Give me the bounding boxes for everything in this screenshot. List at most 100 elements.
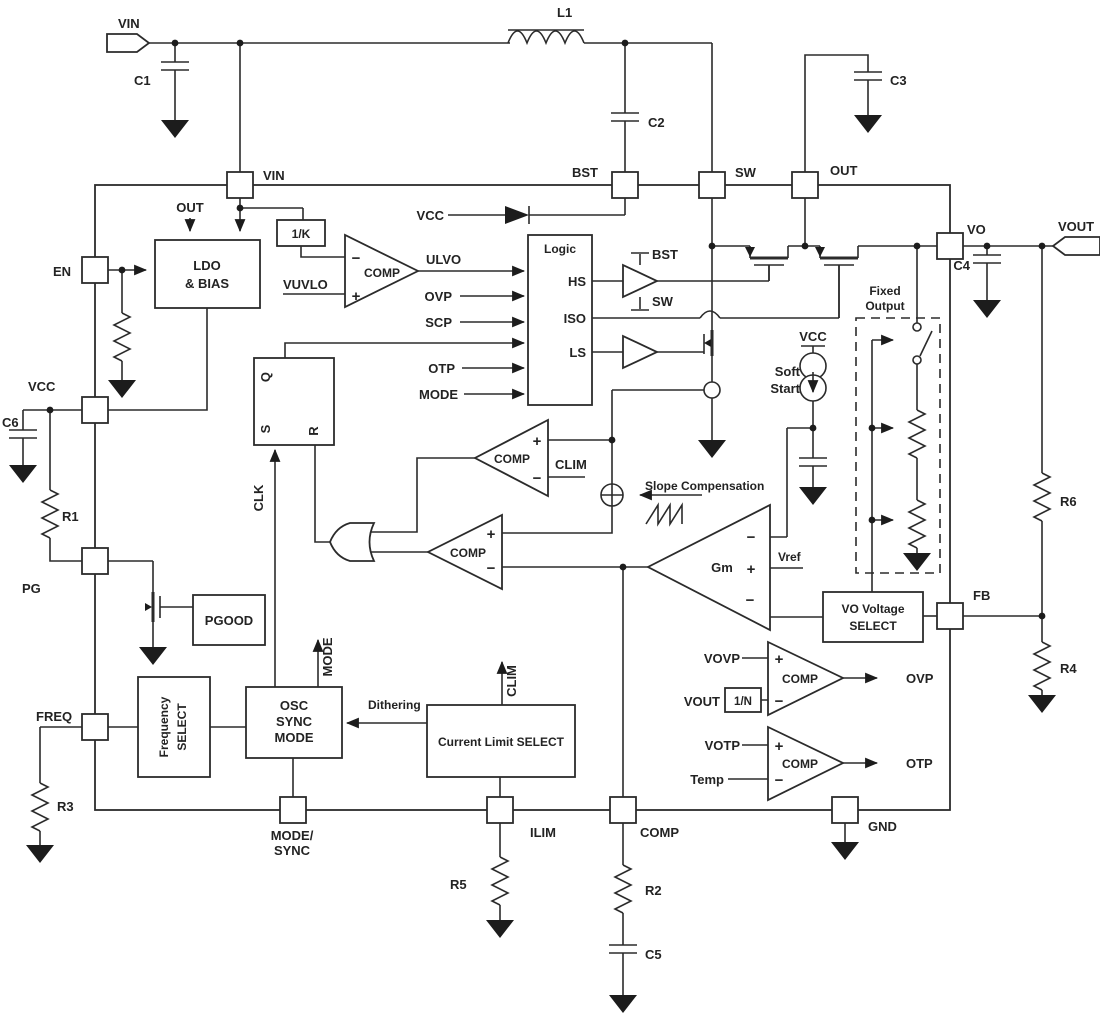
pwm-comp-label: COMP xyxy=(450,546,486,560)
osc-sync-mode-block xyxy=(245,686,343,759)
capacitor-c4 xyxy=(973,254,1001,264)
pin-mode-sync-label-1: MODE/ xyxy=(271,828,314,843)
otp-plus: + xyxy=(775,738,784,755)
pin-mode-sync xyxy=(279,796,307,824)
otp-minus: − xyxy=(775,772,784,789)
one-over-n-label: 1/N xyxy=(734,696,752,708)
vo-voltage-select-label-1: VO Voltage xyxy=(841,602,904,616)
votp-label: VOTP xyxy=(705,738,741,753)
gm-label: Gm xyxy=(711,560,733,575)
mode-input-label: MODE xyxy=(419,387,458,402)
resistor-r1 xyxy=(40,489,60,539)
current-sense-node xyxy=(703,381,721,399)
osc-label-2: SYNC xyxy=(276,714,313,729)
sw-rail-label: SW xyxy=(652,294,674,309)
clk-label: CLK xyxy=(251,484,266,511)
pin-bst-label: BST xyxy=(572,165,598,180)
pin-vcc-label: VCC xyxy=(28,379,56,394)
uvlo-comparator xyxy=(344,233,421,309)
otp-comparator xyxy=(767,725,846,802)
ldo-label-2: & BIAS xyxy=(185,276,229,291)
pin-en-label: EN xyxy=(53,264,71,279)
pin-freq-label: FREQ xyxy=(36,709,72,724)
resistor-r6 xyxy=(1032,472,1052,522)
c5-label: C5 xyxy=(645,947,662,962)
pin-comp xyxy=(609,796,637,824)
clim-minus: − xyxy=(533,470,542,487)
l1-label: L1 xyxy=(557,5,572,20)
pgood-block xyxy=(192,594,266,646)
pin-ilim-label: ILIM xyxy=(530,825,556,840)
iso-label: ISO xyxy=(564,311,586,326)
clim-stub-label: CLIM xyxy=(555,457,587,472)
scp-input-label: SCP xyxy=(425,315,452,330)
soft-start-current-source xyxy=(799,345,827,402)
ldo-bias-block xyxy=(154,239,261,309)
latch-q-label: Q xyxy=(258,372,273,382)
pgood-label: PGOOD xyxy=(205,613,253,628)
one-over-k-block xyxy=(276,219,326,247)
vcc-soft-start-label: VCC xyxy=(799,329,827,344)
resistor-r3 xyxy=(30,782,50,832)
pin-out xyxy=(791,171,819,199)
pin-sw-label: SW xyxy=(735,165,757,180)
pwm-plus: + xyxy=(487,526,496,543)
clim-comp-label: COMP xyxy=(494,452,530,466)
c3-label: C3 xyxy=(890,73,907,88)
capacitor-c2 xyxy=(611,112,639,122)
temp-label: Temp xyxy=(690,772,724,787)
vin-terminal xyxy=(106,33,151,53)
soft-start-label-2: Start xyxy=(770,381,800,396)
clim-plus: + xyxy=(533,433,542,450)
r5-label: R5 xyxy=(450,877,467,892)
pin-mode-sync-label-2: SYNC xyxy=(274,843,311,858)
c4-label: C4 xyxy=(953,258,970,273)
resistor-r5 xyxy=(490,856,510,906)
one-over-n-block xyxy=(724,687,762,713)
or-gate xyxy=(329,522,376,562)
c1-label: C1 xyxy=(134,73,151,88)
pwm-comparator xyxy=(425,513,503,591)
osc-label-3: MODE xyxy=(275,730,314,745)
otp-output-label: OTP xyxy=(906,756,933,771)
otp-input-label: OTP xyxy=(428,361,455,376)
uvlo-comp-label: COMP xyxy=(364,266,400,280)
pin-sw xyxy=(698,171,726,199)
one-over-k-label: 1/K xyxy=(292,227,311,241)
soft-start-label-1: Soft xyxy=(775,364,801,379)
clim-arrow-label: CLIM xyxy=(504,665,519,697)
dithering-label: Dithering xyxy=(368,698,421,712)
frequency-select-label-1: Frequency xyxy=(157,696,171,757)
resistor-r4 xyxy=(1032,641,1052,691)
pin-gnd xyxy=(831,796,859,824)
pwm-minus: − xyxy=(487,560,496,577)
high-side-mosfet xyxy=(745,246,789,281)
r4-label: R4 xyxy=(1060,661,1077,676)
vout-terminal xyxy=(1051,236,1100,256)
fixed-output-resistor-1 xyxy=(907,409,927,459)
pin-en xyxy=(81,256,109,284)
vovp-label: VOVP xyxy=(704,651,740,666)
sawtooth-icon xyxy=(645,502,683,527)
ground-symbols xyxy=(9,115,1056,1013)
frequency-select-label-2: SELECT xyxy=(175,703,189,751)
latch-s-label: S xyxy=(258,424,273,433)
inductor-l1 xyxy=(507,29,585,46)
fixed-output-label-1: Fixed xyxy=(869,284,900,298)
pin-out-label: OUT xyxy=(830,163,858,178)
vout-sense-label: VOUT xyxy=(684,694,720,709)
logic-label: Logic xyxy=(544,242,576,256)
frequency-select-block xyxy=(137,676,211,778)
pin-pg xyxy=(81,547,109,575)
uvlo-minus: − xyxy=(352,250,361,267)
latch-r-label: R xyxy=(306,426,321,436)
r2-label: R2 xyxy=(645,883,662,898)
osc-label-1: OSC xyxy=(280,698,309,713)
pin-freq xyxy=(81,713,109,741)
capacitor-c5 xyxy=(609,944,637,954)
bst-rail-label: BST xyxy=(652,247,678,262)
logic-block xyxy=(527,234,593,406)
gm-minus-bottom: − xyxy=(746,592,755,609)
ovp-comp-label: COMP xyxy=(782,672,818,686)
